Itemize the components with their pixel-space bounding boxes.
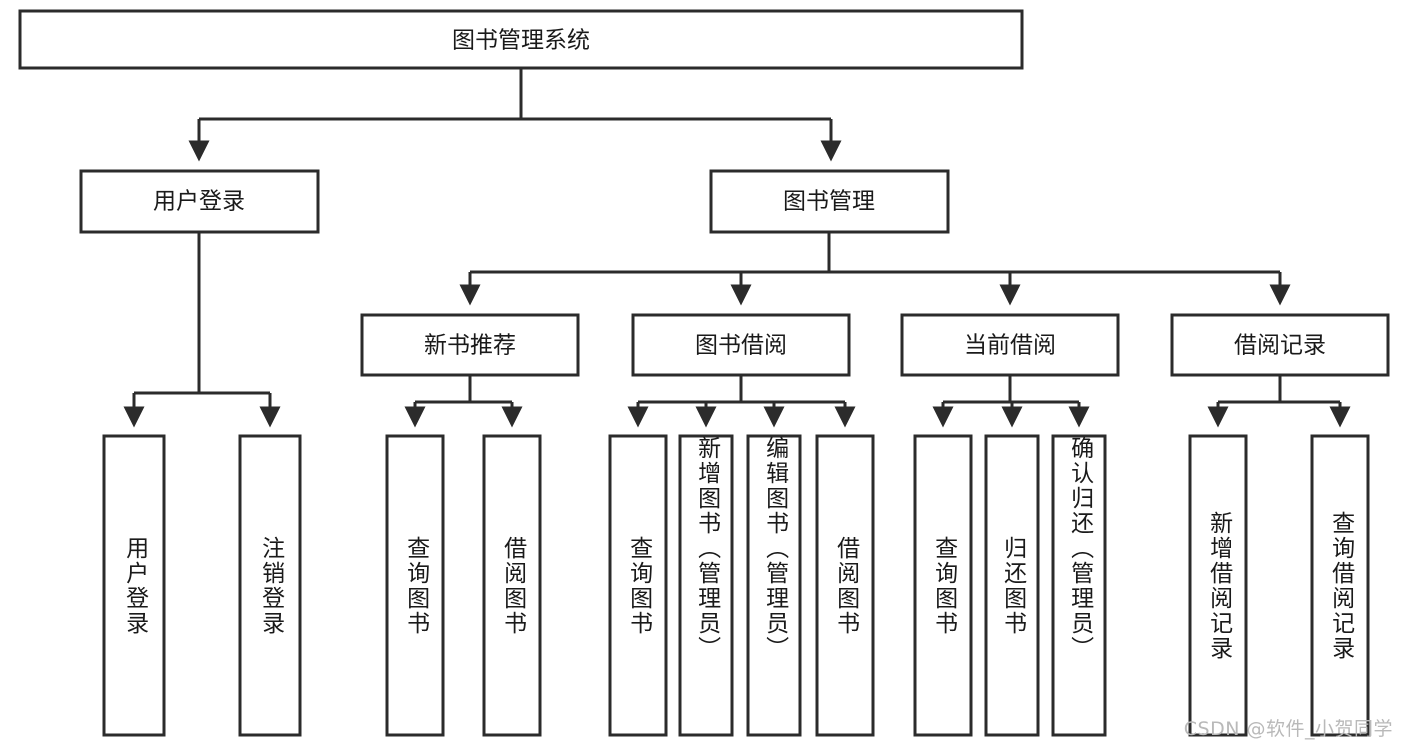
connector-record-to-leaves [1207,375,1351,428]
node-user-login[interactable] [79,169,320,234]
leaf-box-user-login[interactable] [102,434,166,737]
connector-recommend-to-leaves [404,375,523,428]
level2-label-borrow-record: 借阅记录 [1234,333,1326,359]
root-label: 图书管理系统 [452,28,590,54]
leaf-box-edit-book-admin[interactable] [746,434,802,737]
node-current-borrow[interactable] [900,313,1120,377]
leaf-box-add-book-admin[interactable] [678,434,734,737]
leaf-box-borrow-query-book[interactable] [608,434,668,737]
leaf-box-confirm-return-admin[interactable] [1051,434,1107,737]
level1-label-user-login: 用户登录 [153,189,245,215]
connector-current-to-leaves [932,375,1090,428]
leaf-box-current-query-book[interactable] [913,434,973,737]
leaf-box-rec-borrow-book[interactable] [482,434,542,737]
level2-label-book-borrow: 图书借阅 [695,333,787,359]
level1-label-book-management: 图书管理 [783,189,875,215]
connector-root-to-level1 [188,68,842,162]
leaf-box-add-borrow-record[interactable] [1188,434,1248,737]
level2-label-current-borrow: 当前借阅 [964,333,1056,359]
node-root[interactable] [18,9,1024,70]
leaf-box-query-borrow-record[interactable] [1310,434,1370,737]
leaf-box-logout[interactable] [238,434,302,737]
connector-borrow-to-leaves [627,375,856,428]
connector-bookmgmt-to-level2 [459,232,1291,306]
level2-label-new-book-recommend: 新书推荐 [424,333,516,359]
leaf-box-return-book[interactable] [984,434,1040,737]
leaf-box-rec-query-book[interactable] [385,434,445,737]
connector-userlogin-to-leaves [123,232,281,428]
watermark-text: CSDN @软件_小贺同学 [1183,718,1393,740]
leaf-box-borrow-book[interactable] [815,434,875,737]
node-new-book-recommend[interactable] [360,313,580,377]
